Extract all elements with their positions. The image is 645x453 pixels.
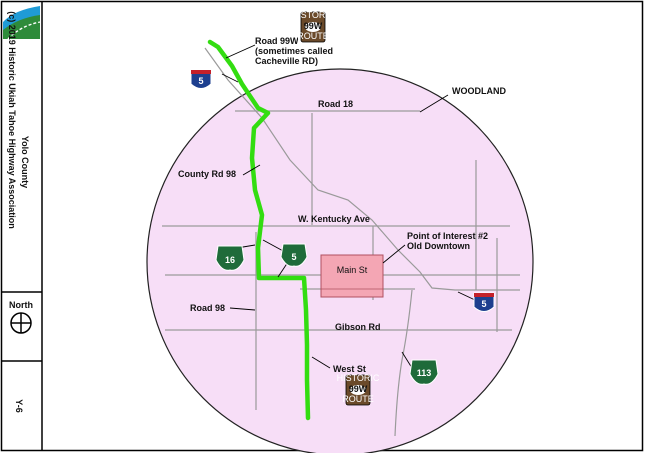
poi-line-1: Point of Interest #2	[407, 231, 488, 241]
svg-text:HISTORIC: HISTORIC	[337, 373, 380, 383]
state-route-5-shield-icon: 5	[280, 243, 308, 267]
svg-text:HISTORIC: HISTORIC	[292, 10, 335, 20]
historic-route-sign-bottom: HISTORIC 99W ROUTE	[337, 373, 380, 406]
north-label: North	[9, 300, 33, 310]
svg-text:5: 5	[291, 252, 296, 262]
hwy-113-line	[394, 289, 413, 437]
county-rd-98-label: County Rd 98	[178, 169, 236, 179]
historic-route-99w	[207, 39, 311, 421]
sidebar: (c) 2019 Historic Ukiah Tahoe Highway As…	[1, 1, 43, 451]
county-title: Yolo County	[20, 136, 30, 188]
route-label-line-2: (sometimes called	[255, 46, 333, 56]
road-99w-gray	[204, 47, 520, 291]
west-st-label: West St	[333, 364, 366, 374]
road-18-label: Road 18	[318, 99, 353, 109]
historic-route-sign-top: HISTORIC 99W ROUTE	[292, 10, 335, 43]
svg-text:ROUTE: ROUTE	[297, 31, 329, 41]
route-label-line-1: Road 99W	[255, 36, 299, 46]
state-route-16-shield-icon: 16	[215, 245, 245, 271]
poi-line-2: Old Downtown	[407, 241, 470, 251]
interstate-5-shield-icon: 5	[473, 292, 495, 312]
route-99w-label: Road 99W (sometimes called Cacheville RD…	[255, 36, 333, 66]
copyright-text: (c) 2019 Historic Ukiah Tahoe Highway As…	[7, 11, 17, 229]
state-route-113-shield-icon: 113	[409, 359, 439, 385]
old-downtown-area	[320, 254, 384, 298]
road-98-label: Road 98	[190, 303, 225, 313]
svg-text:99W: 99W	[349, 384, 368, 394]
svg-text:99W: 99W	[304, 21, 323, 31]
page-code: Y-6	[14, 399, 24, 413]
highway-association-logo	[3, 3, 41, 40]
main-st-label: Main St	[337, 265, 368, 275]
gibson-rd-label: Gibson Rd	[335, 322, 381, 332]
woodland-label: WOODLAND	[452, 86, 506, 96]
route-label-line-3: Cacheville RD)	[255, 56, 318, 66]
svg-text:5: 5	[198, 76, 203, 86]
svg-text:16: 16	[225, 255, 235, 265]
interstate-5-shield-icon: 5	[190, 69, 212, 89]
svg-text:ROUTE: ROUTE	[342, 394, 374, 404]
svg-text:113: 113	[417, 368, 432, 378]
north-arrow-icon	[10, 312, 32, 334]
kentucky-ave-label: W. Kentucky Ave	[298, 214, 370, 224]
svg-text:5: 5	[481, 299, 486, 309]
